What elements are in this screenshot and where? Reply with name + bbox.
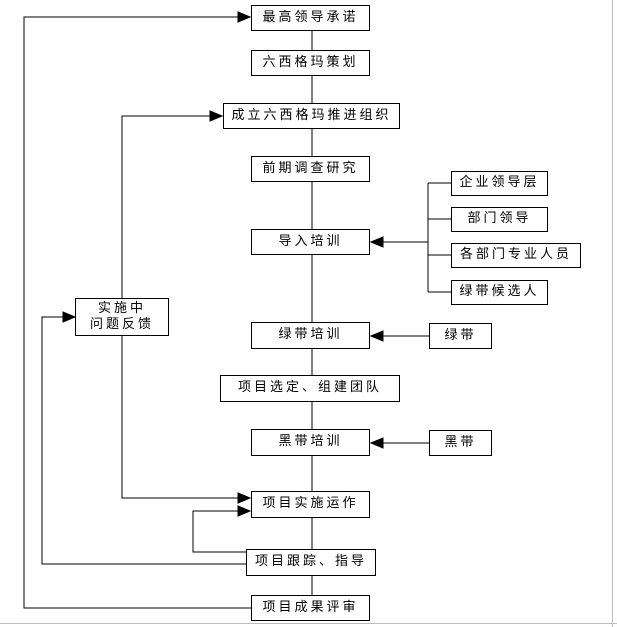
step-establish-organization: 成立六西格玛推进组织 (223, 103, 400, 129)
input-green-belt: 绿带 (429, 323, 492, 349)
arrowhead-black-belt-training (369, 437, 384, 449)
step-preliminary-research: 前期调查研究 (251, 156, 370, 182)
feedback-up-connector (121, 115, 210, 298)
arrowhead-feedback-node (62, 311, 77, 323)
step-black-belt-training: 黑带培训 (251, 429, 370, 456)
review-loop-connector (23, 16, 251, 609)
step-results-review: 项目成果评审 (251, 595, 370, 621)
window-edge-bottom (0, 623, 617, 624)
tracking-feedback-connector (41, 316, 246, 565)
arrowhead-execution-from-tracking (237, 505, 252, 517)
arrowhead-top-commitment (237, 11, 252, 23)
feedback-down-connector (121, 336, 238, 499)
arrowhead-project-execution (237, 492, 252, 504)
step-project-tracking: 项目跟踪、指导 (246, 549, 376, 576)
step-top-commitment: 最高领导承诺 (251, 5, 370, 31)
arrowhead-organization (209, 110, 224, 122)
audience-department-specialists: 各部门专业人员 (451, 243, 581, 268)
audience-senior-management: 企业领导层 (451, 171, 548, 196)
feedback-node: 实施中 问题反馈 (75, 298, 169, 336)
input-black-belt: 黑带 (429, 430, 492, 456)
arrowhead-green-belt-training (369, 330, 384, 342)
audience-green-belt-candidates: 绿带候选人 (451, 280, 548, 305)
window-edge-right (612, 0, 613, 627)
step-green-belt-training: 绿带培训 (251, 322, 370, 349)
tracking-loop-connector (192, 510, 246, 553)
audience-department-leaders: 部门领导 (451, 207, 548, 232)
step-six-sigma-planning: 六西格玛策划 (251, 50, 370, 76)
arrowhead-intro-training (369, 236, 384, 248)
step-project-selection: 项目选定、组建团队 (220, 375, 400, 402)
step-project-execution: 项目实施运作 (251, 491, 370, 518)
step-intro-training: 导入培训 (251, 229, 370, 255)
